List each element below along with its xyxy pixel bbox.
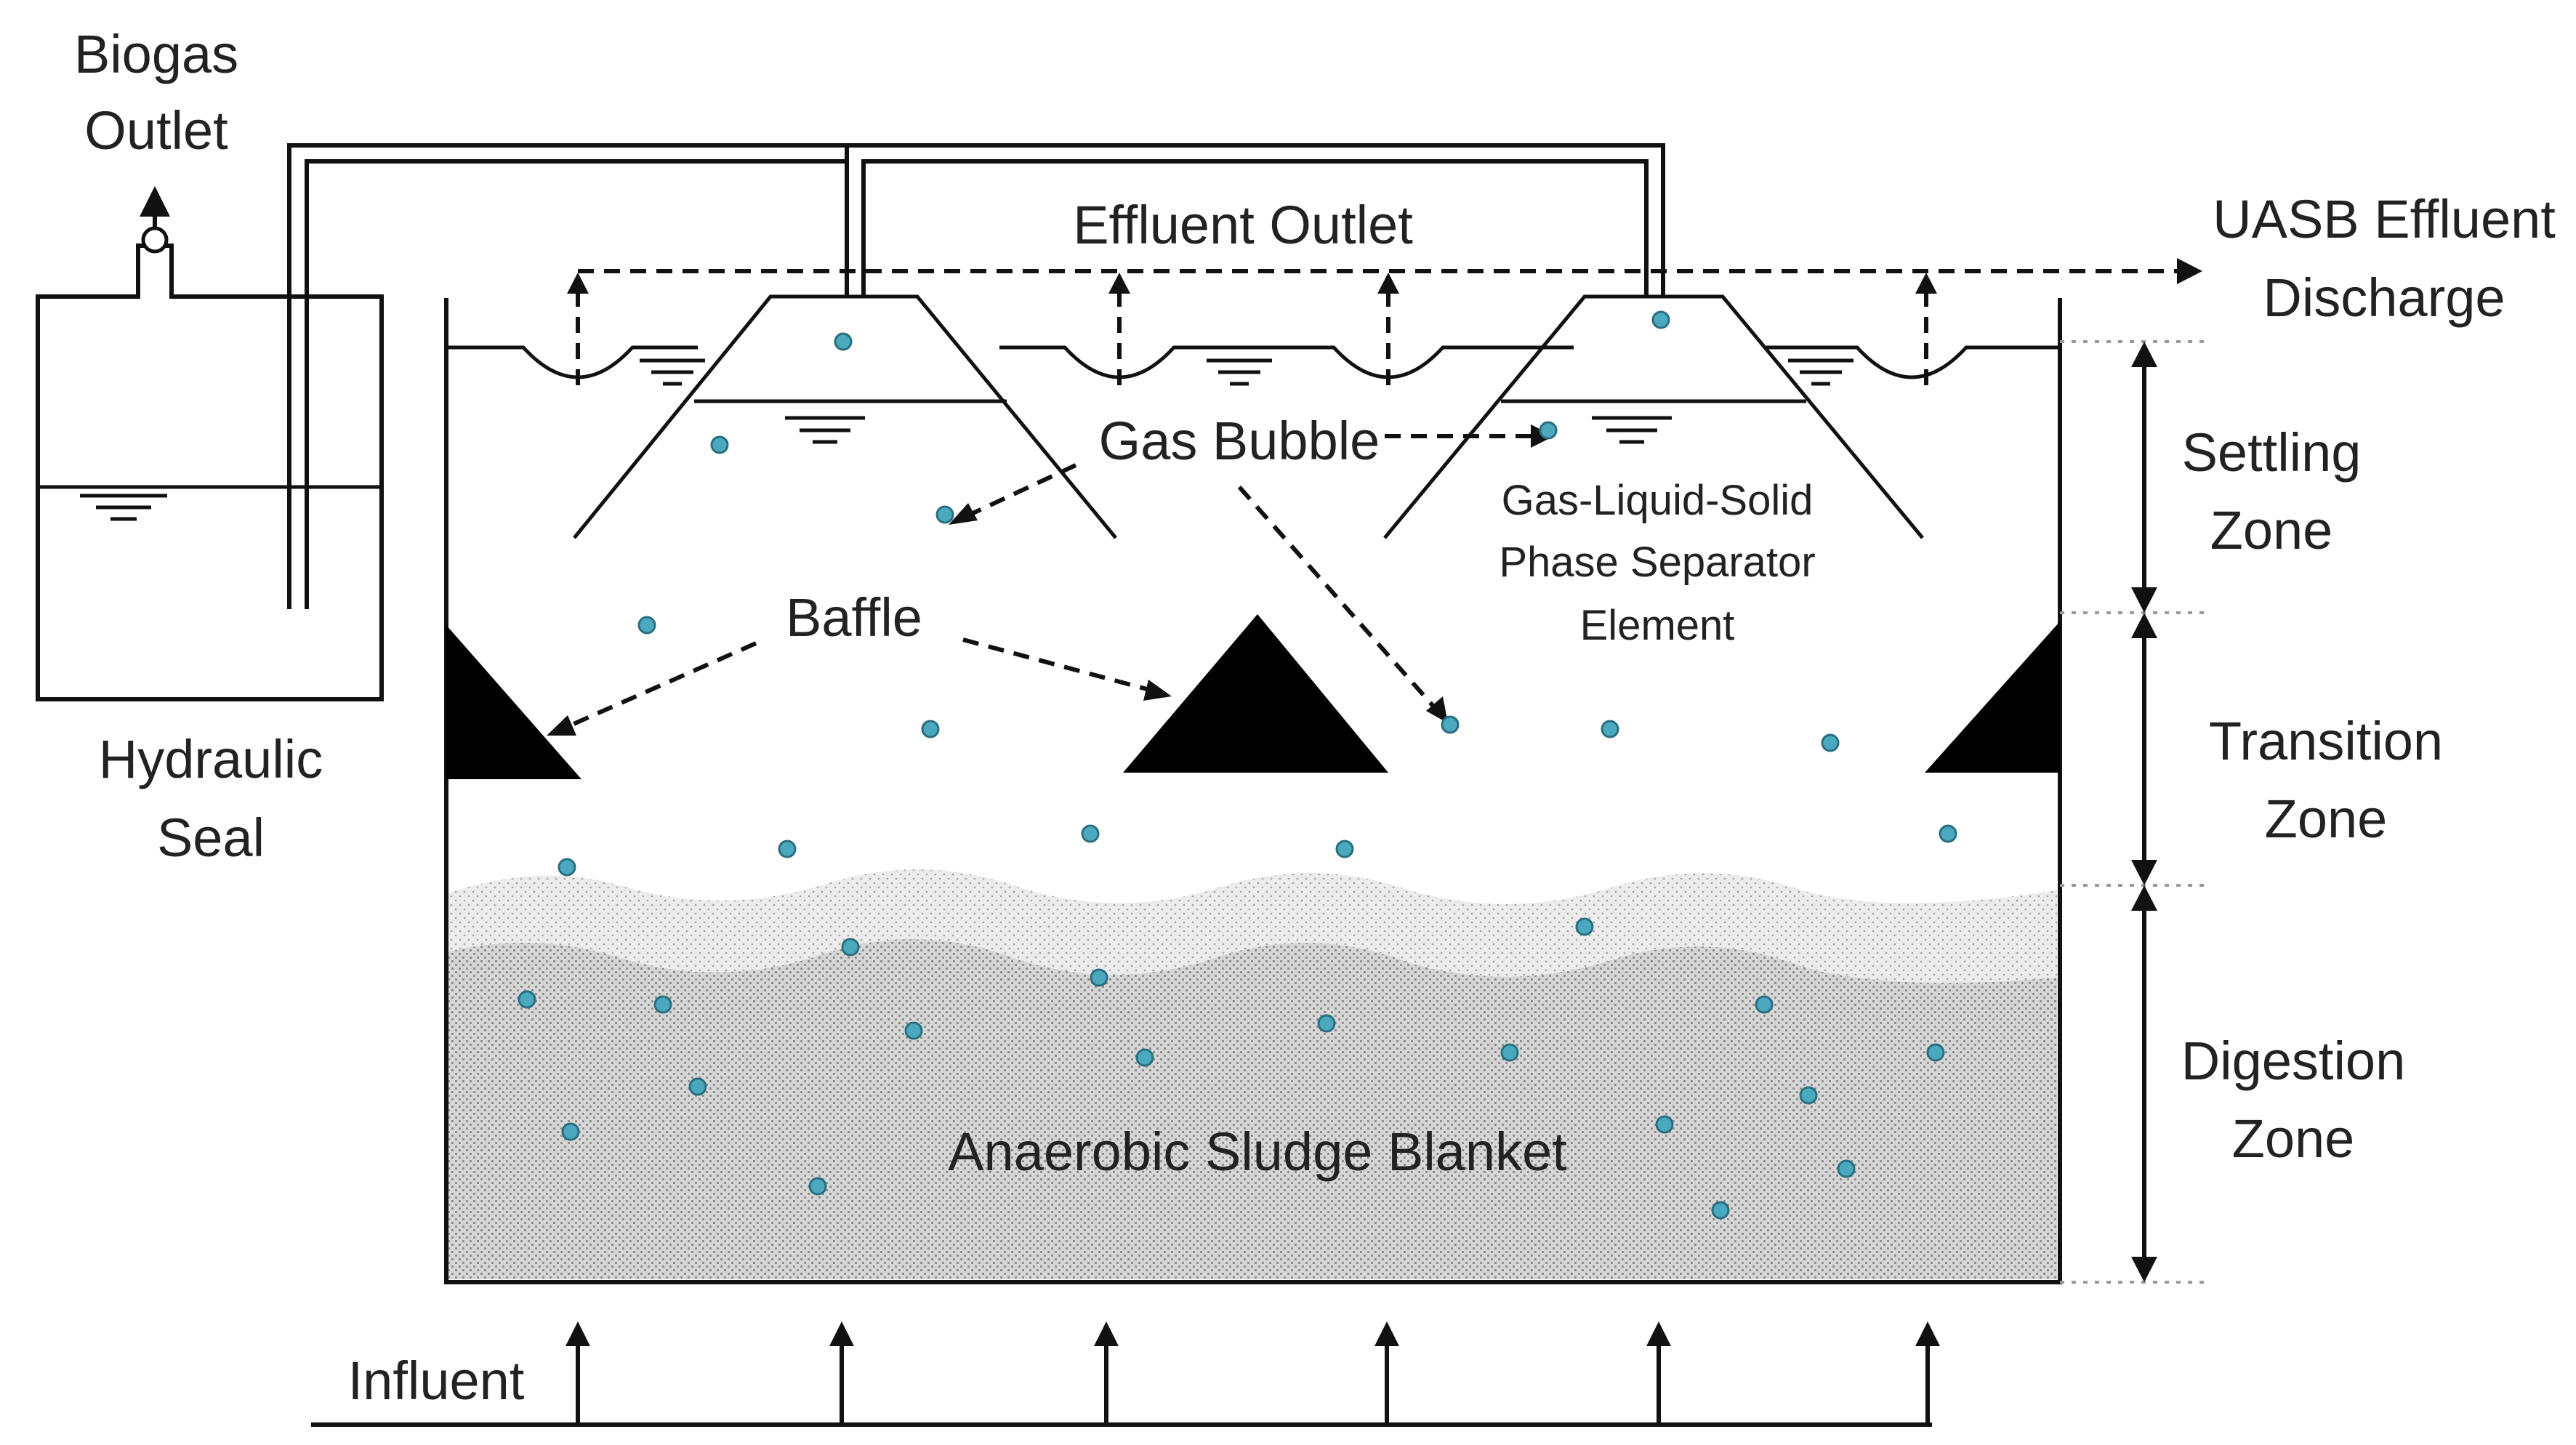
influent-label: Influent [348, 1351, 525, 1411]
gas-bubble [1601, 720, 1619, 738]
water-level-symbols [80, 358, 1853, 521]
gas-bubble [841, 938, 860, 957]
gas-bubble [935, 505, 954, 524]
gas-bubble [1799, 1086, 1818, 1105]
hydraulic-seal [36, 186, 384, 701]
hydraulic-seal-label-line2: Seal [157, 808, 265, 868]
gas-bubble [808, 1177, 827, 1196]
effluent-discharge-line [567, 258, 2202, 385]
digestion-zone-label-line1: Digestion [2181, 1031, 2406, 1091]
gas-bubble [1821, 733, 1840, 752]
biogas-pipe [287, 143, 1665, 609]
gas-bubble [710, 435, 729, 454]
zone-dimension-markers [2060, 340, 2206, 1284]
separator-left [573, 294, 1117, 539]
gas-bubble [904, 1021, 923, 1040]
gas-bubble [1317, 1014, 1336, 1033]
separator-right [1383, 294, 1924, 539]
gas-bubble [637, 616, 656, 635]
effluent-outlet-label: Effluent Outlet [1073, 195, 1413, 255]
sludge-blanket-label: Anaerobic Sludge Blanket [948, 1122, 1567, 1182]
gas-bubble [561, 1122, 580, 1141]
gas-bubble [1441, 715, 1460, 734]
gas-bubble [921, 720, 940, 738]
baffle-left [446, 625, 581, 779]
baffles [446, 614, 2060, 779]
gas-bubble-label: Gas Bubble [1099, 411, 1380, 471]
gas-bubble [834, 332, 853, 351]
baffle-right [1925, 621, 2060, 773]
baffle-label: Baffle [786, 587, 922, 648]
settling-zone-label-line2: Zone [2210, 500, 2333, 560]
gas-bubble [1575, 917, 1594, 936]
gas-bubble [1135, 1048, 1154, 1067]
gas-bubble [1755, 995, 1774, 1014]
uasb-discharge-label-line1: UASB Effluent [2213, 189, 2556, 249]
gas-bubble [653, 995, 672, 1014]
transition-zone-label-line2: Zone [2265, 789, 2388, 849]
separator-label-line3: Element [1580, 602, 1735, 649]
gas-bubble [1500, 1043, 1519, 1062]
gas-bubble [1651, 310, 1670, 329]
gas-bubble [1926, 1043, 1945, 1062]
text-labels: Biogas Outlet Hydraulic Seal Effluent Ou… [74, 24, 2556, 1411]
transition-zone-label-line1: Transition [2209, 711, 2443, 771]
gas-bubble [1655, 1115, 1674, 1134]
digestion-zone-label-line2: Zone [2232, 1108, 2355, 1169]
hydraulic-seal-label-line1: Hydraulic [99, 729, 323, 789]
gas-bubbles [518, 310, 1957, 1220]
settling-zone-label-line1: Settling [2182, 422, 2362, 483]
gas-bubble [688, 1077, 707, 1096]
gas-bubble [1711, 1201, 1730, 1220]
biogas-outlet-label-line2: Outlet [84, 100, 228, 161]
gas-bubble [778, 840, 797, 858]
separator-label-line2: Phase Separator [1499, 539, 1815, 586]
separator-label-line1: Gas-Liquid-Solid [1502, 477, 1814, 524]
gas-bubble [1090, 968, 1108, 987]
gas-bubble [1539, 421, 1558, 440]
gas-bubble [1081, 824, 1100, 843]
baffle-center [1123, 614, 1388, 773]
uasb-discharge-label-line2: Discharge [2263, 267, 2505, 328]
biogas-outlet-label-line1: Biogas [74, 24, 238, 84]
gas-bubble [1837, 1159, 1856, 1178]
gas-bubble [558, 858, 576, 877]
gas-bubble [1335, 840, 1354, 858]
gas-bubble [1939, 824, 1957, 843]
influent-inlets [311, 1321, 1940, 1427]
gas-bubble [518, 990, 536, 1009]
baffle-pointers [547, 637, 1172, 736]
sludge-blanket-region [446, 869, 2057, 1279]
sludge-dense-layer [446, 939, 2057, 1279]
